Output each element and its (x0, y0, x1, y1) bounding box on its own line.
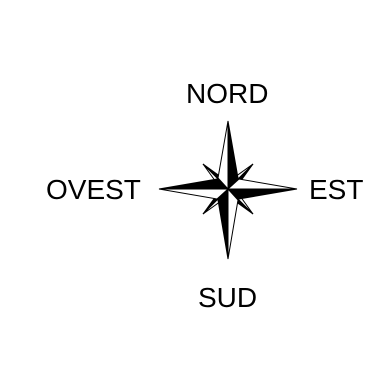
compass-rose-cardinal-points (158, 120, 298, 260)
west-label: OVEST (46, 174, 141, 205)
north-label: NORD (186, 78, 269, 109)
east-label: EST (309, 174, 364, 205)
south-label: SUD (198, 282, 258, 313)
